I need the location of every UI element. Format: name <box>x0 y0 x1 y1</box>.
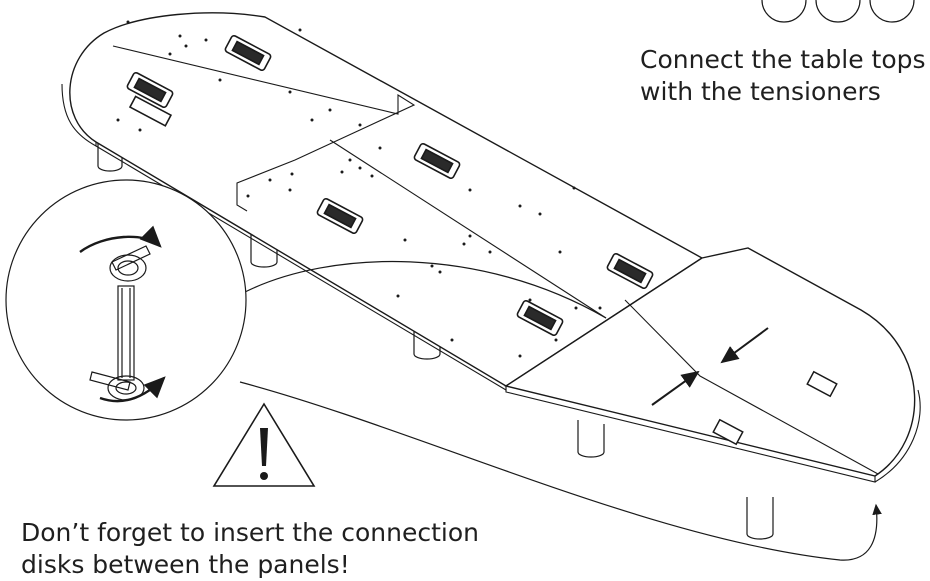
connect-instruction-line1: Connect the table tops <box>640 45 926 74</box>
screw-holes <box>116 20 702 358</box>
warning-instruction: Don’t forget to insert the connection di… <box>21 517 479 581</box>
connect-instruction: Connect the table tops with the tensione… <box>640 44 926 108</box>
detail-callout <box>5 179 882 561</box>
right-tabletop <box>504 247 921 483</box>
warning-instruction-line1: Don’t forget to insert the connection <box>21 518 480 547</box>
step-circle-icon <box>761 0 915 23</box>
warning-instruction-line2: disks between the panels! <box>21 550 350 579</box>
warning-triangle-icon <box>212 402 316 487</box>
push-arrow-icon <box>651 327 769 406</box>
connect-instruction-line2: with the tensioners <box>640 77 881 106</box>
cable-grommets <box>126 34 654 337</box>
